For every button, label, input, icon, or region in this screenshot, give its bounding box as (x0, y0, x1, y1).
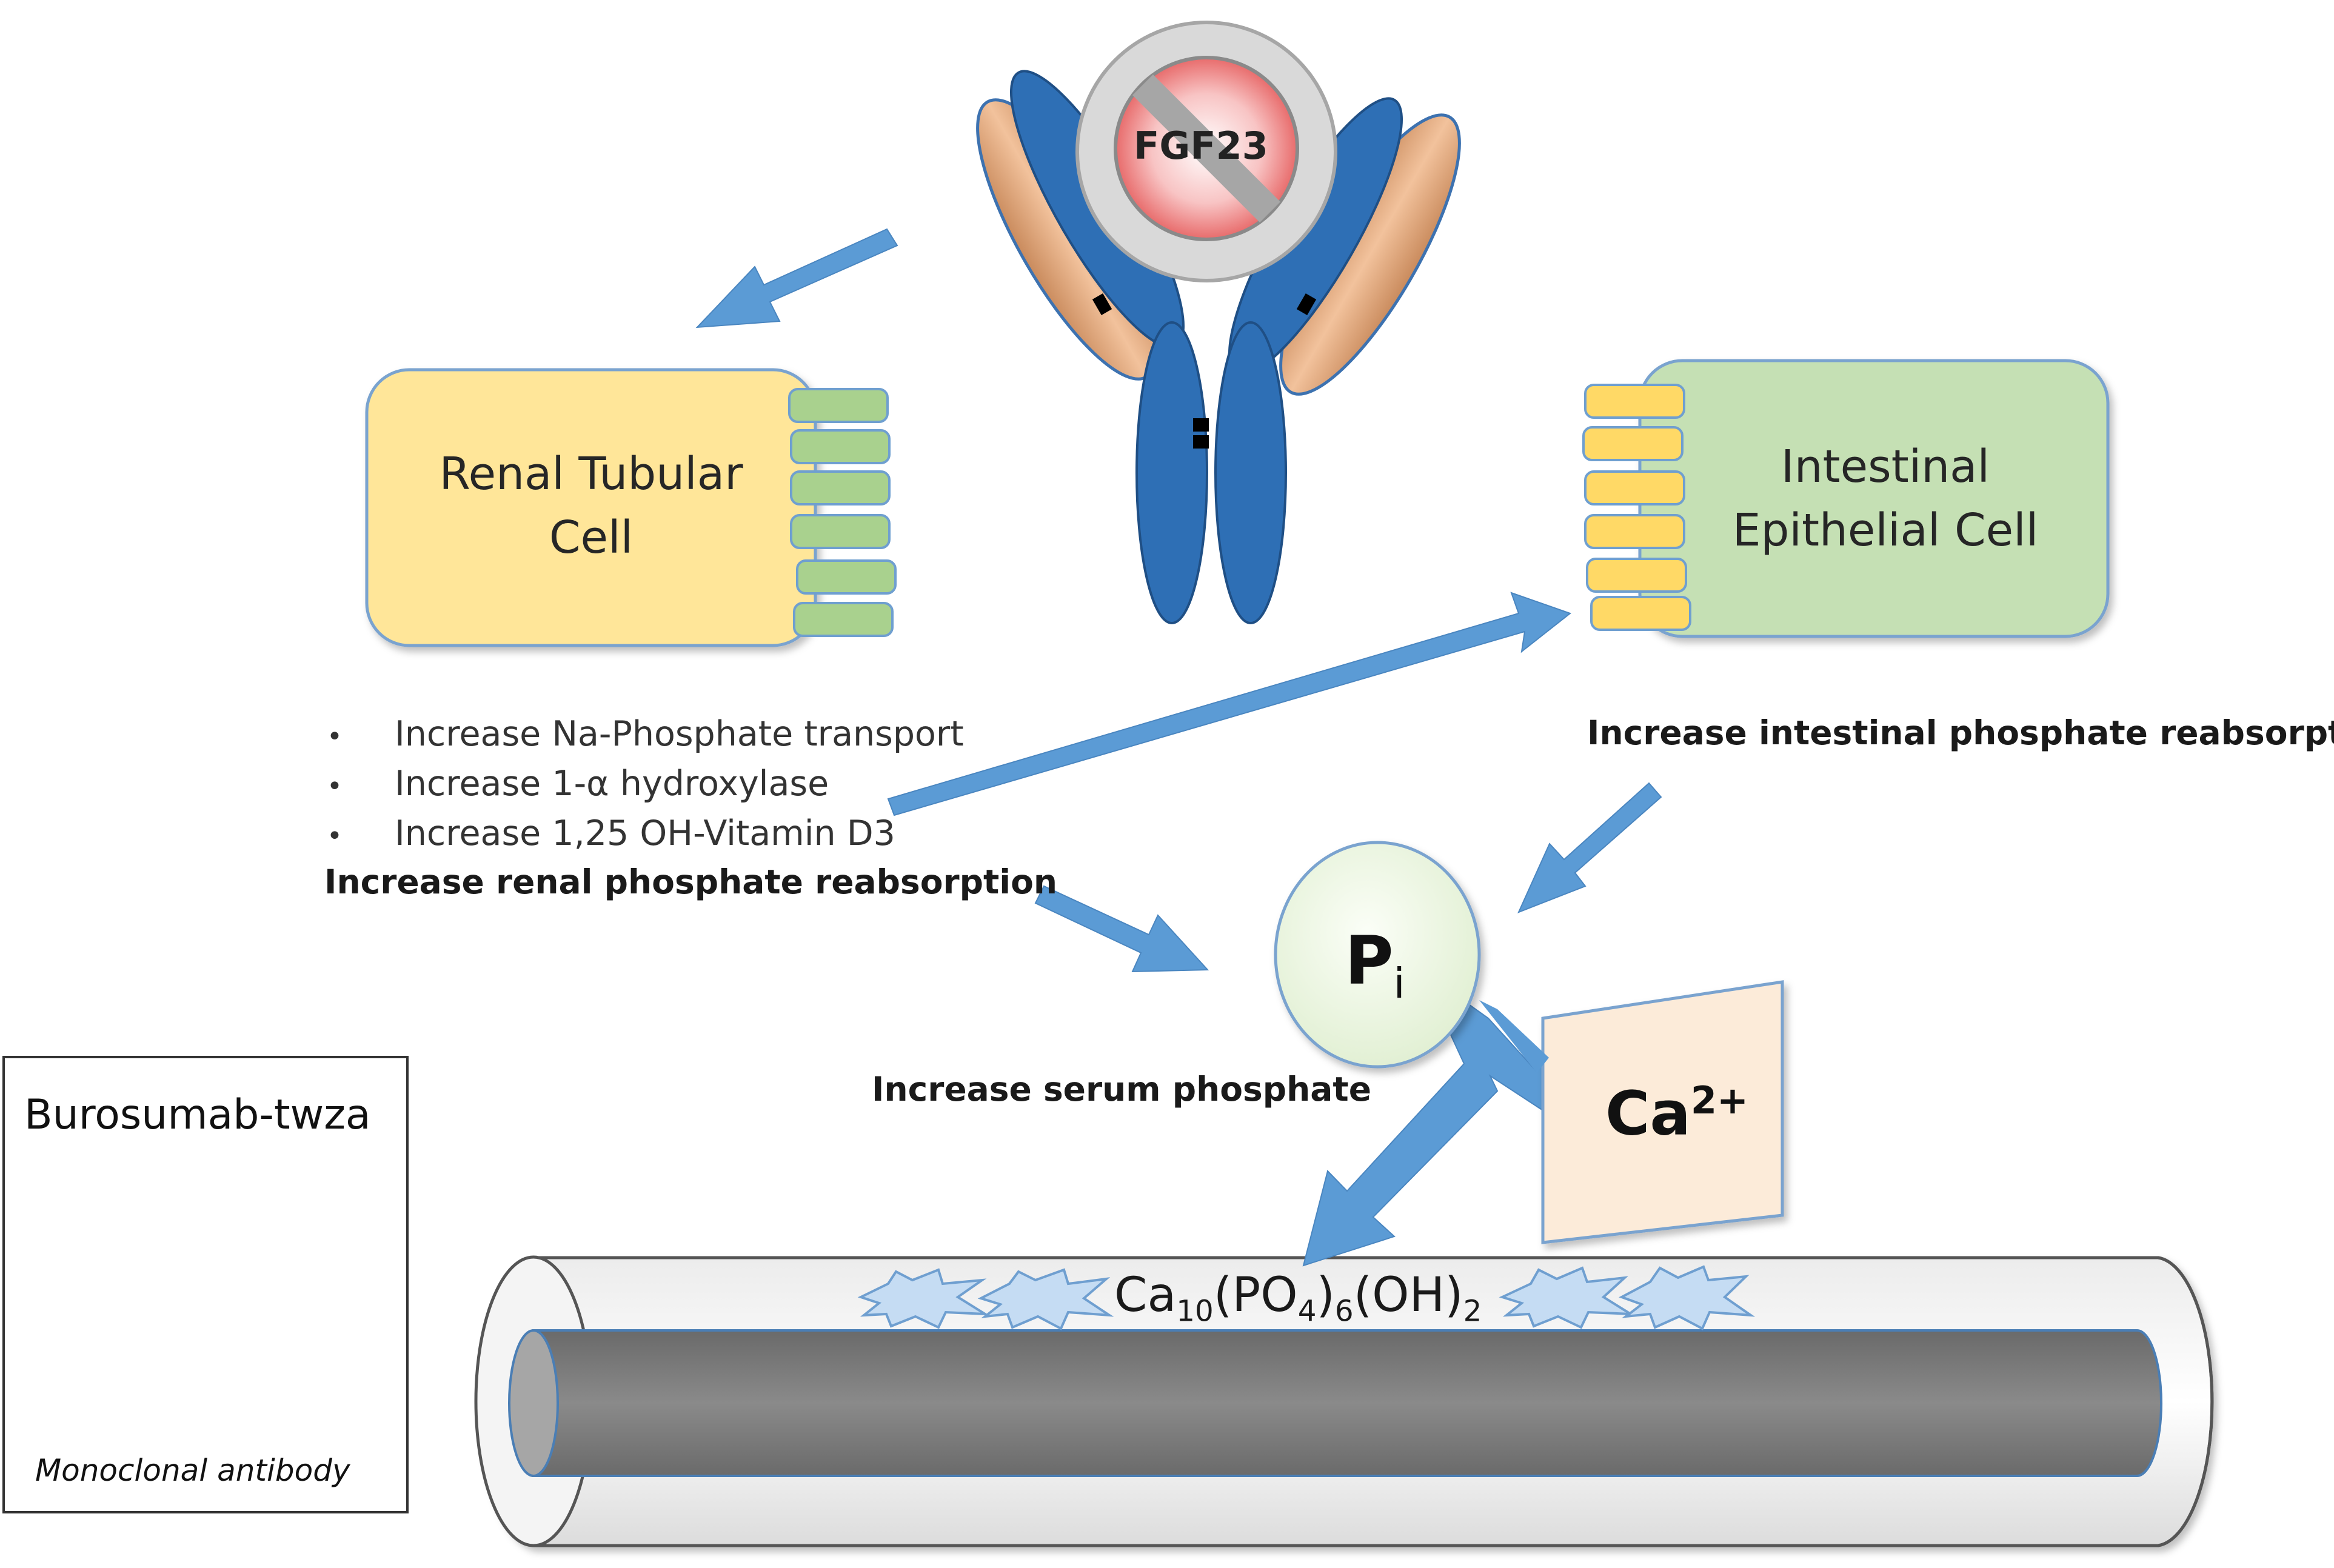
bullet-icon: • (327, 721, 343, 752)
renal-effect-text: Increase Na-Phosphate transport (395, 714, 964, 754)
microvillus (1586, 558, 1687, 593)
formula-po-sub: 4 (1297, 1294, 1317, 1329)
calcium-ion (1541, 980, 1784, 1244)
fgf23-blocked (1075, 21, 1337, 282)
antibody-disulfide-bond (1296, 293, 1317, 315)
microvillus (790, 429, 891, 464)
renal-cell-label-line1: Renal Tubular (439, 448, 743, 500)
phosphate-ion (1274, 841, 1481, 1069)
microvillus (790, 470, 891, 505)
renal-effect-item: • Increase Na-Phosphate transport (318, 709, 964, 759)
intestinal-epithelial-cell (1582, 359, 2110, 638)
legend-title: Burosumab-twza (24, 1091, 371, 1139)
crystal-deposit (857, 1268, 990, 1329)
arrow-renal-to-pi (1034, 885, 1209, 973)
bullet-icon: • (327, 821, 343, 852)
renal-tubular-cell (365, 368, 897, 647)
arrow-to-intestinal-cell (887, 592, 1572, 816)
microvillus (1590, 596, 1691, 631)
microvillus (793, 602, 894, 637)
vessel-lumen-opening (508, 1329, 559, 1477)
hydroxyapatite-formula: Ca10(PO4)6(OH)2 (1114, 1272, 1482, 1326)
intestinal-cell-label-line2: Epithelial Cell (1732, 504, 2039, 556)
renal-cell-label: Renal Tubular Cell (367, 442, 815, 570)
phosphate-circle (1274, 841, 1481, 1069)
arrow-intestinal-to-pi (1517, 782, 1662, 913)
intestinal-cell-microvilli (1582, 384, 1691, 631)
antibody-fc-right (1214, 321, 1287, 624)
arrow-inhibition-bar (1479, 1000, 1549, 1073)
antibody-hinge-bond (1193, 435, 1209, 449)
calcium-symbol: Ca (1605, 1078, 1691, 1149)
formula-po: (PO (1213, 1268, 1298, 1323)
phosphate-symbol: P (1345, 922, 1394, 999)
formula-ca-sub: 10 (1176, 1294, 1214, 1329)
serum-phosphate-label: Increase serum phosphate (872, 1070, 1372, 1109)
intestinal-cell-label: Intestinal Epithelial Cell (1661, 435, 2110, 562)
microvillus (1582, 426, 1684, 461)
microvillus (1584, 470, 1685, 505)
renal-cell-label-line2: Cell (549, 512, 634, 564)
antibody-hinge-bond (1193, 418, 1209, 432)
formula-po-close: ) (1316, 1268, 1335, 1323)
formula-oh-sub: 2 (1463, 1294, 1482, 1329)
crystal-deposit (1619, 1265, 1756, 1330)
renal-summary: Increase renal phosphate reabsorption (324, 862, 1058, 901)
microvillus (796, 559, 897, 595)
microvillus (790, 514, 891, 549)
microvillus (1584, 384, 1685, 419)
microvillus (788, 388, 889, 423)
phosphate-subscript: i (1393, 960, 1405, 1008)
renal-cell-microvilli (788, 388, 897, 637)
intestinal-summary: Increase intestinal phosphate reabsorpti… (1587, 713, 2334, 752)
fgf23-prohibition-slash (1132, 75, 1280, 222)
crystal-deposit (977, 1268, 1114, 1330)
arrow-to-renal-cell (695, 228, 898, 329)
renal-effect-item: • Increase 1-α hydroxylase (318, 759, 964, 809)
blood-vessel (474, 1255, 2214, 1547)
calcium-box (1541, 980, 1784, 1244)
fgf23-label: FGF23 (1134, 124, 1268, 168)
microvillus (1584, 514, 1685, 549)
antibody-disulfide-bond (1092, 293, 1112, 315)
formula-po-count: 6 (1334, 1294, 1354, 1329)
vessel-lumen (532, 1329, 2162, 1477)
formula-oh: (OH) (1353, 1268, 1463, 1323)
bullet-icon: • (327, 771, 343, 802)
renal-effect-text: Increase 1-α hydroxylase (395, 764, 829, 804)
renal-effects-list: • Increase Na-Phosphate transport • Increa… (318, 709, 964, 858)
intestinal-cell-label-line1: Intestinal (1781, 441, 1990, 493)
burosumab-antibody (976, 70, 1461, 624)
renal-effect-item: • Increase 1,25 OH-Vitamin D3 (318, 809, 964, 858)
phosphate-label: Pi (1345, 927, 1405, 1005)
calcium-charge: 2+ (1690, 1078, 1748, 1123)
legend-caption: Monoclonal antibody (35, 1453, 350, 1488)
calcium-phosphate-crystals (857, 1265, 1756, 1330)
legend-box: Burosumab-twza Monoclonal antibody (2, 1056, 409, 1513)
calcium-label: Ca2+ (1605, 1082, 1748, 1144)
antibody-fc-left (1135, 321, 1208, 624)
vessel-end-cap (2158, 1256, 2214, 1547)
formula-ca: Ca (1114, 1268, 1177, 1323)
renal-cell-body (365, 368, 817, 647)
renal-effect-text: Increase 1,25 OH-Vitamin D3 (395, 813, 895, 853)
pathway-arrows (695, 228, 1662, 1267)
